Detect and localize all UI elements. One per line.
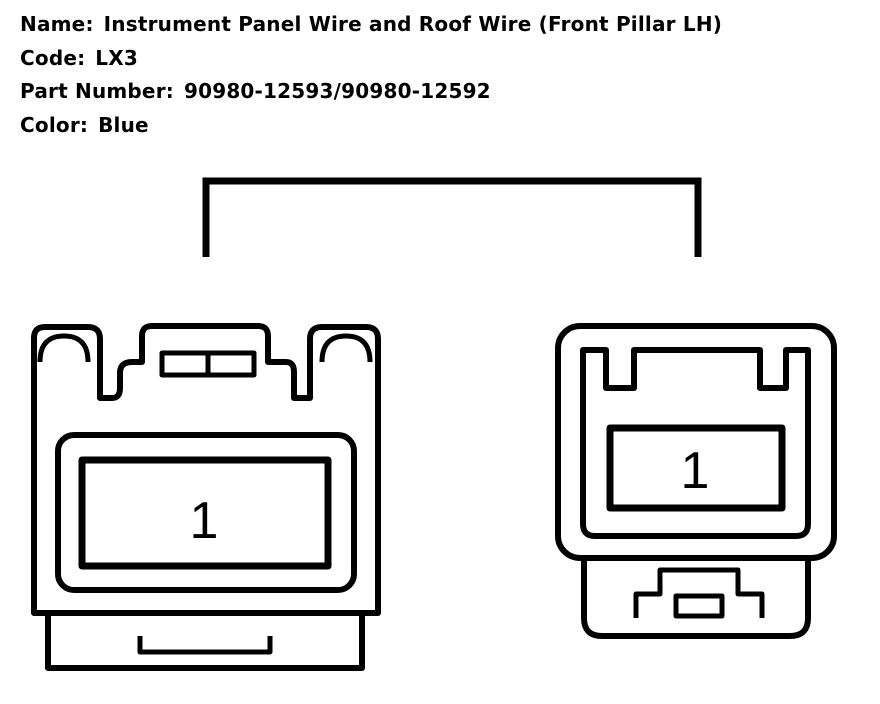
code-value: LX3	[95, 45, 138, 70]
code-row: Code: LX3	[20, 42, 722, 76]
right-connector-pin-frame	[606, 424, 786, 512]
name-label: Name:	[20, 12, 94, 36]
left-connector-latch-right	[319, 333, 373, 363]
part-number-row: Part Number: 90980-12593/90980-12592	[20, 75, 722, 109]
right-connector-lock-housing	[633, 567, 765, 618]
right-connector-lock-tab	[673, 593, 725, 619]
name-value: Instrument Panel Wire and Roof Wire (Fro…	[103, 12, 723, 36]
left-connector-pin-frame	[78, 456, 332, 570]
left-connector-face	[55, 432, 357, 593]
right-connector-bottom-body	[581, 558, 811, 639]
left-connector-bottom-tab	[137, 636, 273, 655]
code-label: Code:	[20, 45, 86, 70]
left-connector-pin-number: 1	[190, 492, 219, 550]
right-connector-inner-frame	[580, 347, 811, 539]
connector-info: Name: Instrument Panel Wire and Roof Wire…	[20, 8, 722, 142]
part-number-label: Part Number:	[20, 79, 174, 103]
part-number-value: 90980-12593/90980-12592	[183, 79, 491, 103]
connector-link-bracket	[202, 177, 702, 257]
left-connector-outer	[31, 323, 381, 616]
right-connector-outer	[555, 323, 837, 561]
name-row: Name: Instrument Panel Wire and Roof Wire…	[20, 8, 722, 42]
color-label: Color:	[20, 112, 89, 137]
color-value: Blue	[98, 112, 149, 137]
right-connector-pin-number: 1	[681, 442, 710, 500]
color-row: Color: Blue	[20, 109, 722, 143]
left-connector-latch-left	[37, 333, 91, 363]
left-connector	[31, 323, 381, 671]
right-connector	[555, 323, 837, 639]
left-connector-bottom-step	[45, 613, 365, 671]
